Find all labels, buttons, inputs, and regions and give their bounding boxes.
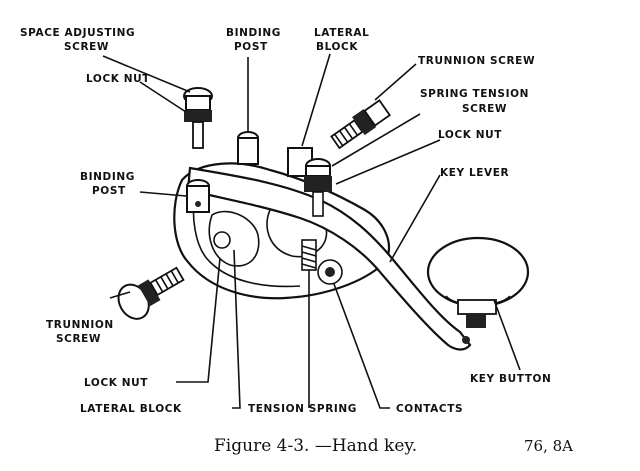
- label-lateral-block-top: LATERAL: [314, 27, 369, 39]
- tension-spring-coil: [301, 239, 317, 271]
- label-binding-post-top: BINDING: [226, 27, 281, 39]
- key-button-part: [426, 236, 530, 328]
- label-tension-spring: TENSION SPRING: [248, 403, 357, 415]
- label-lateral-block-bottom: LATERAL BLOCK: [80, 403, 182, 415]
- labels: SPACE ADJUSTING SCREW BINDING POST LATER…: [20, 27, 551, 415]
- label-lock-nut-right: LOCK NUT: [438, 129, 502, 141]
- label-space-adjusting-screw: SPACE ADJUSTING: [20, 27, 135, 39]
- leader-lines: [102, 53, 521, 409]
- label-binding-post-top-2: POST: [234, 41, 268, 53]
- figure-reference: 76, 8A: [524, 437, 573, 455]
- label-key-button: KEY BUTTON: [470, 373, 551, 385]
- label-spring-tension-screw-2: SCREW: [462, 103, 507, 115]
- binding-post-left-part: [186, 179, 210, 213]
- label-trunnion-screw-left-2: SCREW: [56, 333, 101, 345]
- label-spring-tension-screw: SPRING TENSION: [420, 88, 529, 100]
- label-binding-post-left: BINDING: [80, 171, 135, 183]
- binding-post-top-part: [237, 131, 259, 165]
- label-lateral-block-top-2: BLOCK: [316, 41, 358, 53]
- spring-tension-screw-part: [304, 158, 332, 217]
- hand-key-illustration: [117, 87, 530, 351]
- label-lock-nut-bottom: LOCK NUT: [84, 377, 148, 389]
- label-trunnion-screw-right: TRUNNION SCREW: [418, 55, 535, 67]
- figure-caption: Figure 4-3. —Hand key.: [214, 436, 417, 456]
- space-adjusting-screw-part: [183, 87, 213, 149]
- trunnion-screw-left-part: [117, 266, 185, 320]
- trunnion-screw-right-part: [330, 99, 391, 150]
- label-trunnion-screw-left: TRUNNION: [46, 319, 114, 331]
- label-contacts: CONTACTS: [396, 403, 463, 415]
- label-lock-nut-left: LOCK NUT: [86, 73, 150, 85]
- label-space-adjusting-screw-2: SCREW: [64, 41, 109, 53]
- label-binding-post-left-2: POST: [92, 185, 126, 197]
- label-key-lever: KEY LEVER: [440, 167, 509, 179]
